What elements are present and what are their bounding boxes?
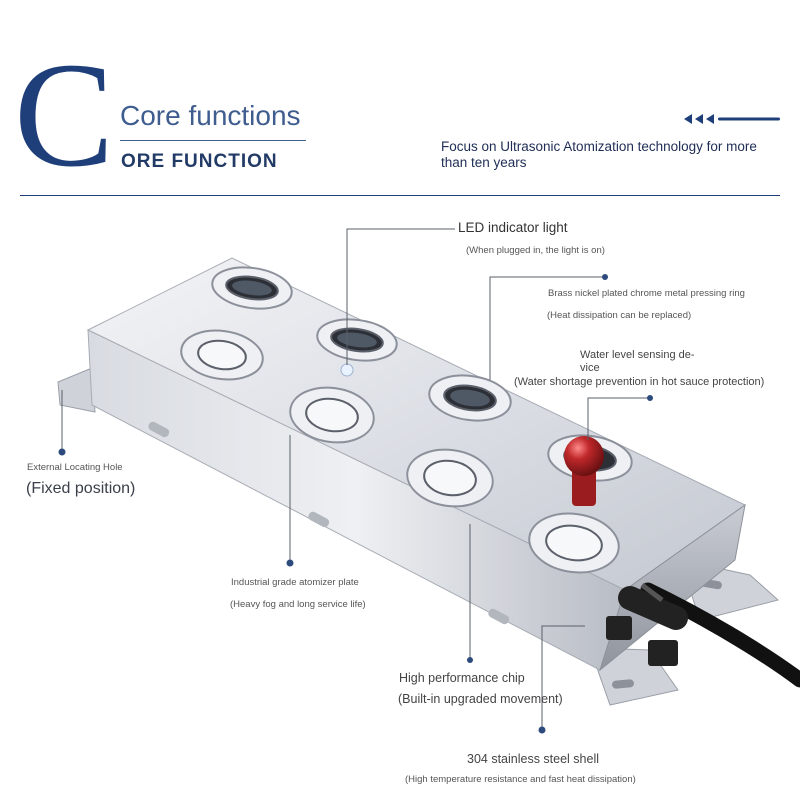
plate-label: Industrial grade atomizer plate [231, 577, 359, 588]
shell-label: 304 stainless steel shell [467, 752, 600, 766]
connector-2 [648, 640, 678, 666]
triple-arrow-icon [684, 114, 780, 124]
page-title: Core functions [120, 100, 301, 131]
chip-label: High performance chip [399, 671, 525, 685]
led-label: LED indicator light [458, 220, 568, 235]
chip-note: (Built-in upgraded movement) [398, 692, 563, 706]
atomizer-rings [180, 266, 633, 574]
leader-dots [58, 274, 653, 734]
title-underline [120, 140, 306, 141]
sensor-label-line1: Water level sensing de- [580, 349, 695, 361]
shell-note: (High temperature resistance and fast he… [405, 774, 636, 785]
header-divider [20, 195, 780, 196]
led-note: (When plugged in, the light is on) [466, 245, 605, 256]
leader-lines [61, 228, 650, 730]
sensor-note: (Water shortage prevention in hot sauce … [514, 376, 765, 388]
page-subtitle: ORE FUNCTION [121, 151, 278, 172]
power-cable [618, 582, 800, 688]
hole-label: External Locating Hole [27, 462, 123, 473]
plate-note: (Heavy fog and long service life) [230, 599, 366, 610]
big-letter-c: C [14, 32, 115, 198]
hole-note: (Fixed position) [26, 480, 136, 497]
ring-label: Brass nickel plated chrome metal pressin… [548, 288, 745, 299]
tagline: Focus on Ultrasonic Atomization technolo… [441, 139, 757, 170]
left-mounting-tab [57, 367, 96, 413]
sensor-label-line2: vice [580, 362, 600, 374]
end-panel [599, 503, 746, 672]
connector-1 [606, 616, 632, 640]
ring-note: (Heat dissipation can be replaced) [547, 310, 692, 321]
water-level-sensor [564, 436, 604, 506]
led-indicator [340, 363, 354, 377]
